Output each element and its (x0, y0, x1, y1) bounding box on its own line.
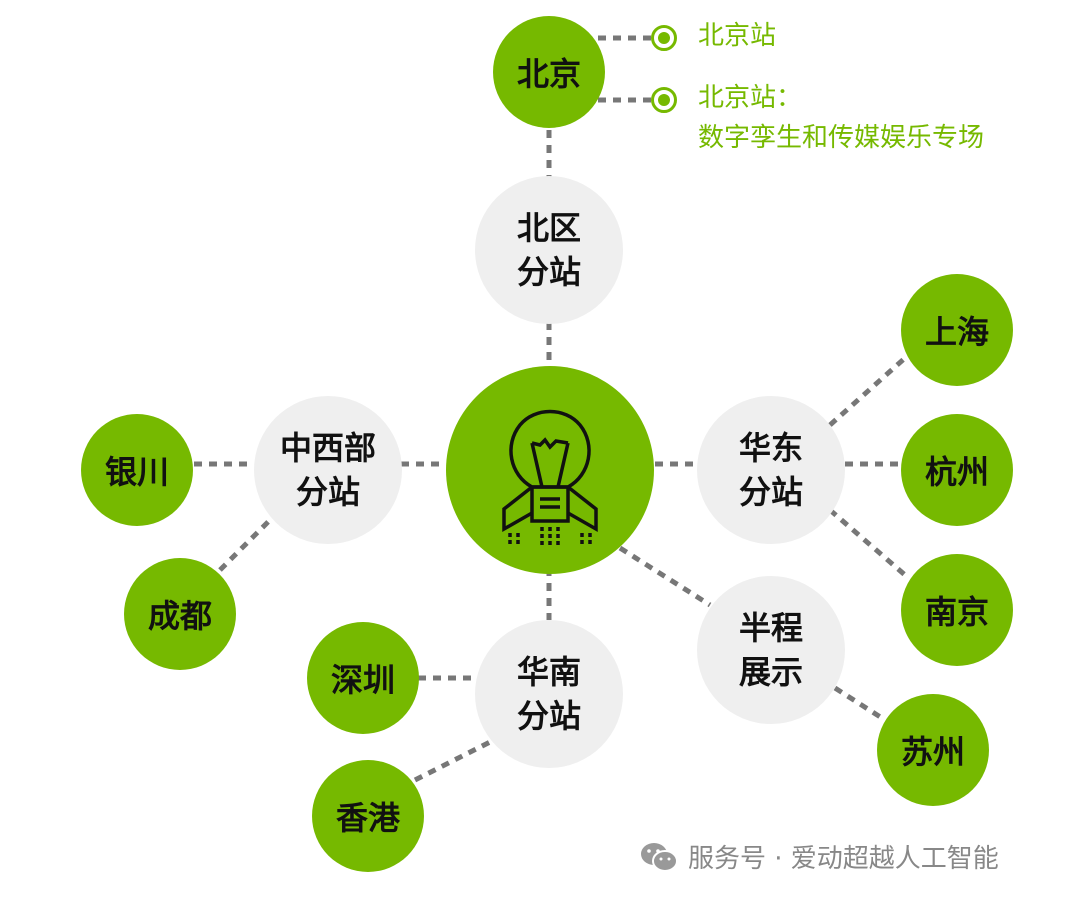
beijing-session-1: 北京站 (698, 21, 777, 51)
wechat-icon (641, 842, 678, 872)
hub-north-label: 北区 分站 (516, 209, 581, 291)
city-hangzhou-label: 杭州 (924, 453, 989, 491)
beijing-session-2: 北京站： 数字孪生和传媒娱乐专场 (698, 83, 985, 153)
hub-half: 半程 展示 (697, 576, 845, 724)
center-hub (446, 366, 654, 574)
city-hangzhou: 杭州 (901, 414, 1013, 526)
city-suzhou: 苏州 (877, 694, 989, 806)
watermark-text: 服务号 · 爱动超越人工智能 (688, 844, 999, 874)
bullet-icon (651, 87, 677, 113)
city-shenzhen: 深圳 (307, 622, 419, 734)
city-beijing-label: 北京 (516, 55, 581, 93)
hub-midwest-label: 中西部 分站 (279, 429, 376, 511)
city-shenzhen-label: 深圳 (330, 661, 395, 699)
city-hongkong-label: 香港 (335, 799, 400, 837)
bullet-icon (651, 25, 677, 51)
hub-midwest: 中西部 分站 (254, 396, 402, 544)
city-nanjing-label: 南京 (924, 593, 989, 631)
city-yinchuan-label: 银川 (104, 453, 169, 491)
watermark: 服务号 · 爱动超越人工智能 (640, 838, 999, 875)
city-shanghai: 上海 (901, 274, 1013, 386)
hub-east-label: 华东 分站 (738, 429, 803, 511)
city-chengdu: 成都 (124, 558, 236, 670)
hub-north: 北区 分站 (475, 176, 623, 324)
hub-half-label: 半程 展示 (738, 609, 803, 691)
city-beijing: 北京 (493, 16, 605, 128)
city-shanghai-label: 上海 (924, 313, 989, 351)
hub-south-label: 华南 分站 (516, 653, 581, 735)
city-hongkong: 香港 (312, 760, 424, 872)
hub-south: 华南 分站 (475, 620, 623, 768)
city-nanjing: 南京 (901, 554, 1013, 666)
hub-east: 华东 分站 (697, 396, 845, 544)
lightbulb-rocket-icon (502, 409, 598, 545)
city-suzhou-label: 苏州 (900, 733, 965, 771)
city-yinchuan: 银川 (81, 414, 193, 526)
city-chengdu-label: 成都 (147, 597, 212, 635)
